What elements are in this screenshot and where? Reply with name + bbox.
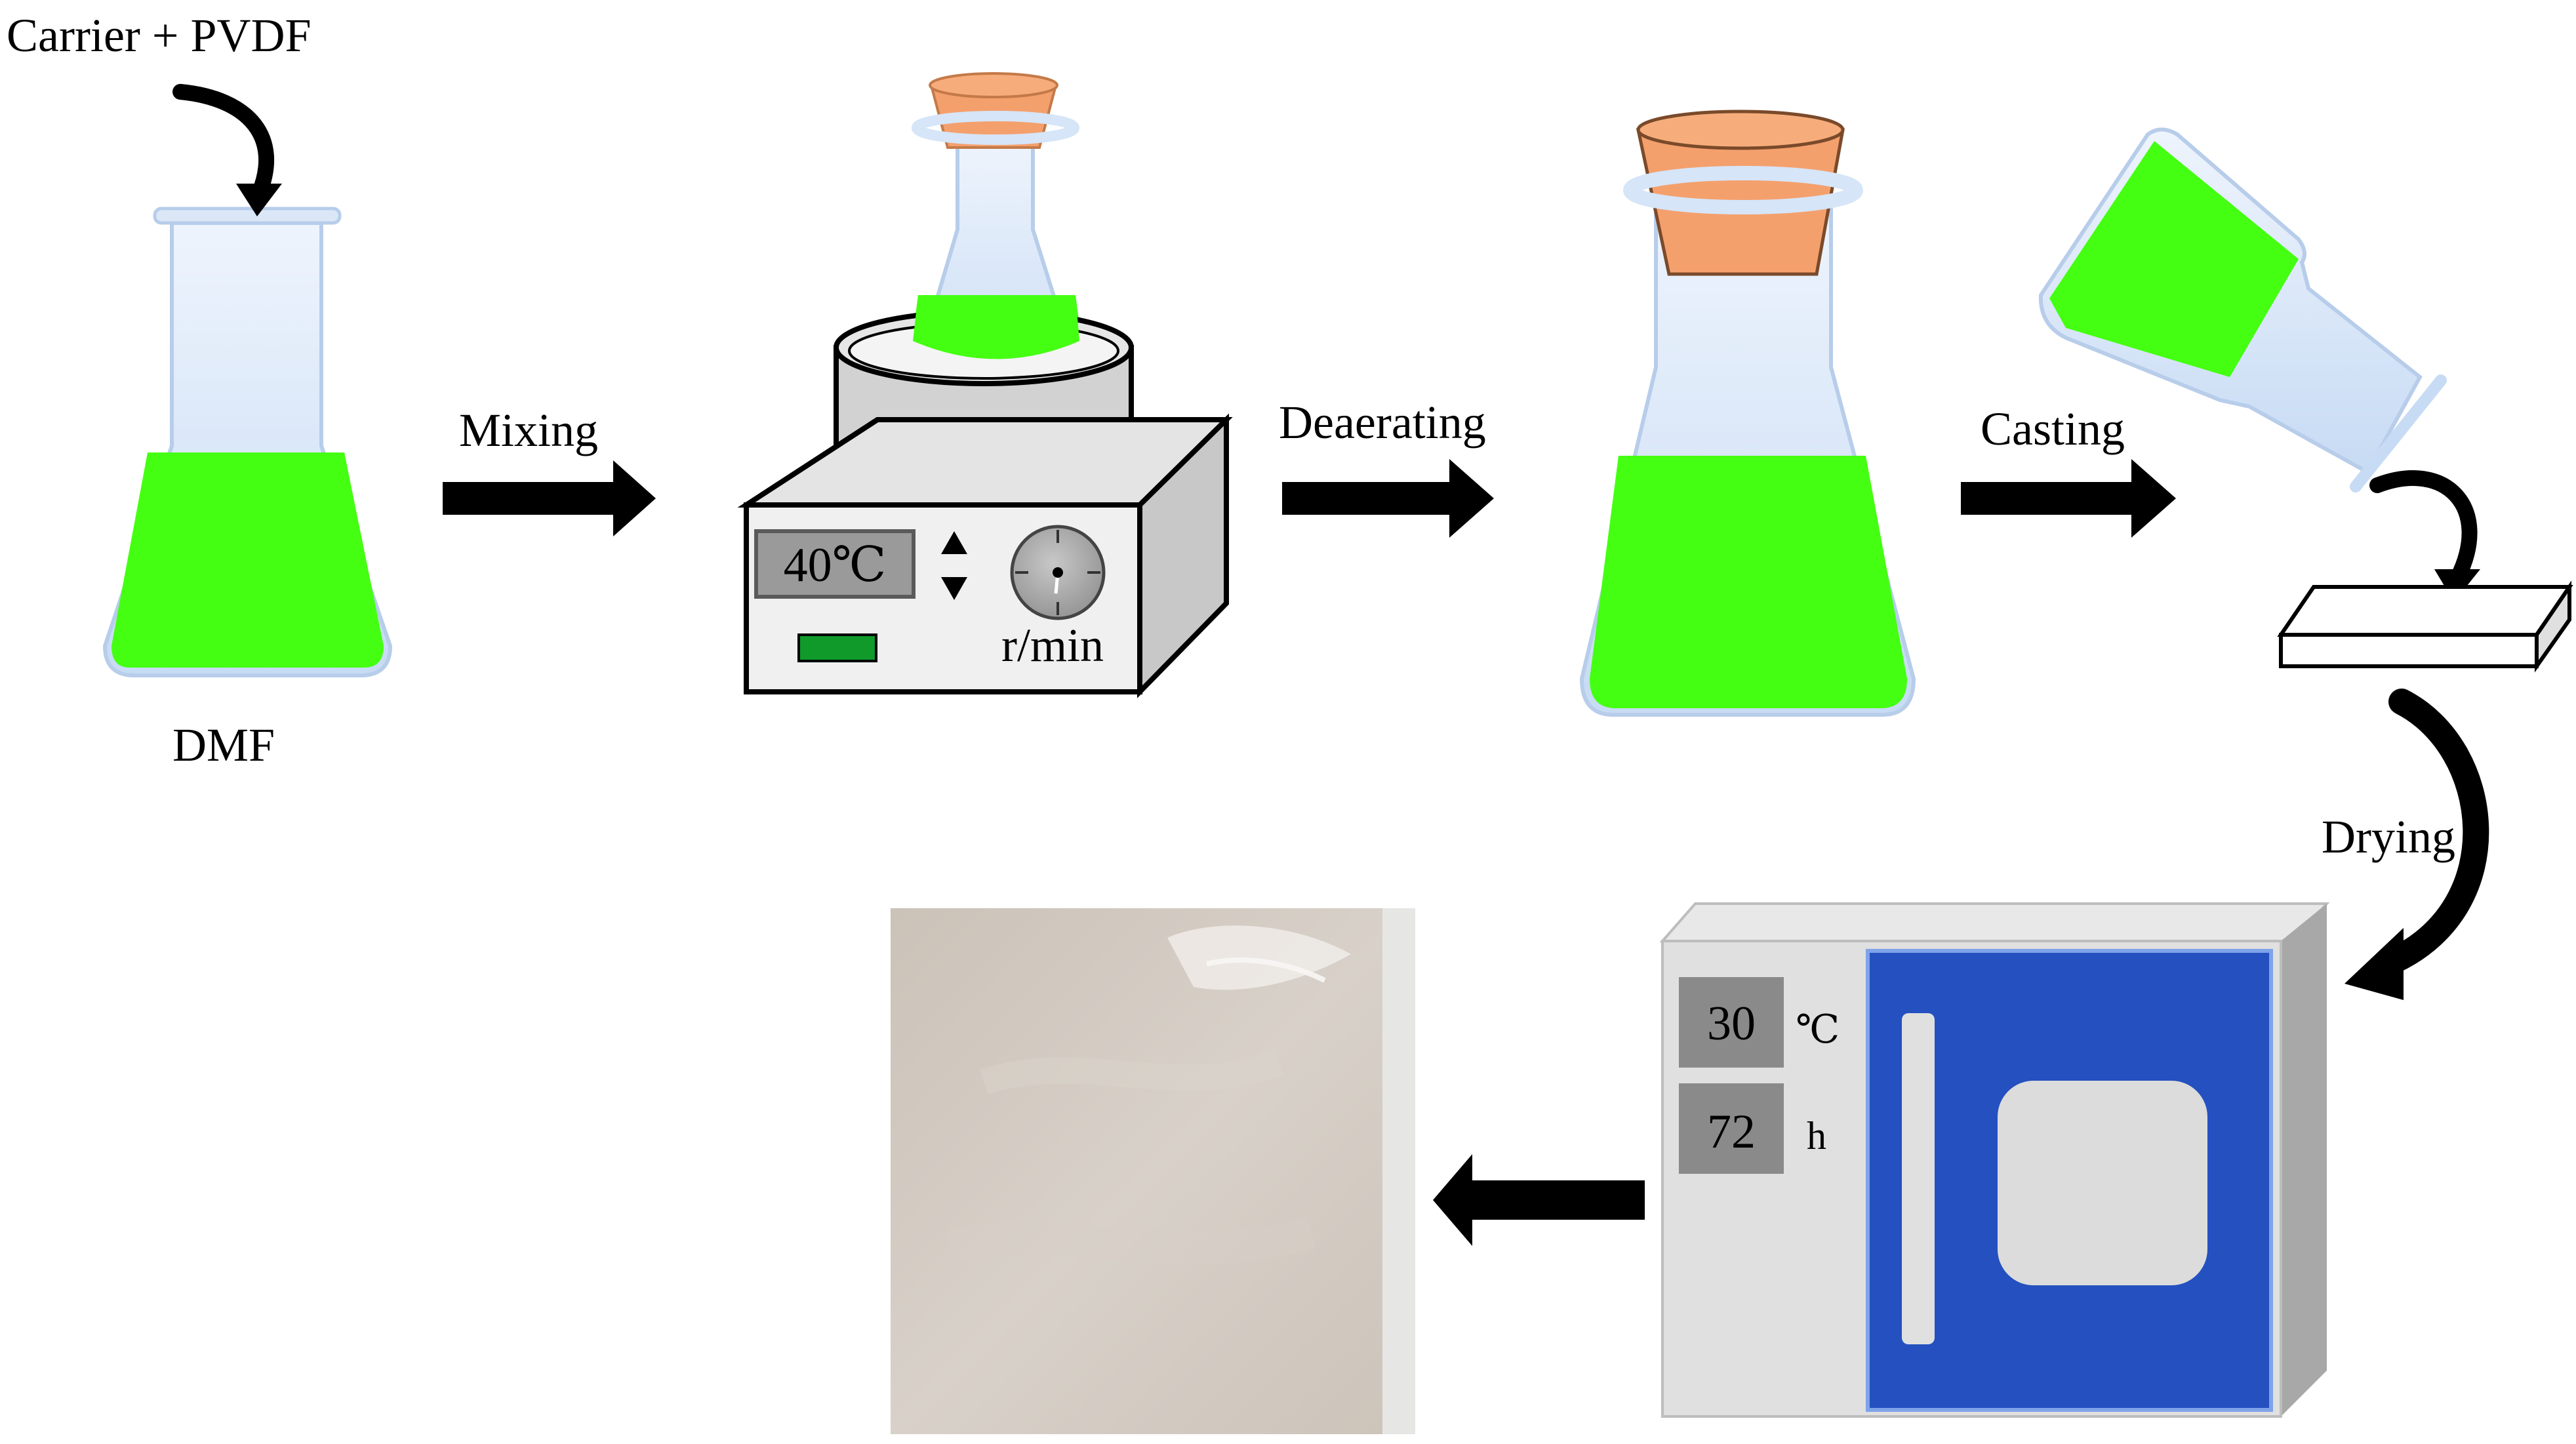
pouring-flask <box>2038 127 2447 492</box>
oven-time-value: 72 <box>1707 1105 1756 1159</box>
mixing-label: Mixing <box>459 404 598 456</box>
stirrer-power-indicator <box>797 633 877 662</box>
stirrer-temp-value: 40℃ <box>784 538 887 592</box>
oven-temp-display <box>1679 977 1784 1068</box>
oven-temp-unit: ℃ <box>1796 1008 1840 1051</box>
dmf-solution <box>111 452 384 668</box>
oven-window <box>1998 1081 2207 1285</box>
curved-arrow-input <box>172 84 274 201</box>
stoppered-flask <box>1579 110 1916 717</box>
input-label: Carrier + PVDF <box>7 9 312 62</box>
deaerating-label: Deaerating <box>1279 396 1486 449</box>
speed-unit-label: r/min <box>1001 619 1104 672</box>
casting-glass-plate <box>2277 580 2573 673</box>
deaerating-arrow <box>1282 459 1494 538</box>
curved-arrow-input-head <box>236 184 282 216</box>
oven-time-display <box>1679 1083 1784 1174</box>
casting-label: Casting <box>1981 403 2125 455</box>
pouring-solution <box>2049 141 2299 377</box>
magnetic-stirrer: 40℃ r/min <box>737 72 1233 698</box>
up-triangle-icon <box>941 531 967 554</box>
solvent-label: DMF <box>172 719 275 771</box>
drying-arrow-head <box>2345 928 2404 1000</box>
casting-arrow <box>1961 459 2176 538</box>
drying-arrow <box>2381 689 2489 974</box>
down-triangle-icon <box>941 577 967 600</box>
deaerated-solution <box>1590 456 1907 708</box>
drying-label: Drying <box>2322 811 2455 863</box>
mixing-arrow <box>443 460 656 536</box>
oven-time-unit: h <box>1807 1114 1826 1157</box>
dmf-flask <box>102 207 393 677</box>
stirrer-temp-display <box>754 529 916 599</box>
oven-temp-value: 30 <box>1707 997 1756 1051</box>
curved-arrow-pour <box>2369 470 2478 585</box>
oven-handle <box>1902 1013 1935 1344</box>
membrane-photo <box>891 908 1415 1434</box>
drying-oven: 30 ℃ 72 h <box>1659 902 2330 1418</box>
result-arrow <box>1433 1154 1645 1246</box>
